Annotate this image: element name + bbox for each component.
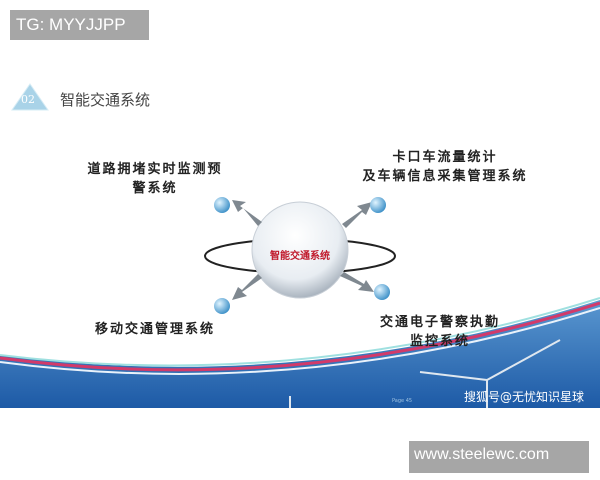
label-line: 移动交通管理系统: [94, 322, 215, 337]
node-label-police: 交通电子警察执勤监控系统: [365, 313, 515, 351]
section-title: 智能交通系统: [60, 91, 151, 109]
watermark-bottom: www.steelewc.com: [409, 441, 589, 473]
arrows: [232, 200, 374, 300]
arrow-top-left: [232, 200, 262, 226]
bottom-banner: [0, 300, 600, 408]
label-line: 监控系统: [409, 334, 470, 349]
node-ball-br: [374, 284, 390, 300]
label-line: 道路拥堵实时监测预: [87, 162, 223, 177]
center-sphere: [251, 201, 349, 299]
watermark-top: TG: MYYJJPP: [10, 10, 149, 40]
node-ball-tr: [370, 197, 386, 213]
node-label-congestion: 道路拥堵实时监测预警系统: [80, 160, 230, 198]
center-label: 智能交通系统: [270, 251, 330, 262]
label-line: 警系统: [132, 181, 178, 196]
node-label-mobile: 移动交通管理系统: [80, 320, 230, 339]
wind-turbines: [289, 339, 561, 408]
arrow-bottom-right: [340, 272, 374, 292]
label-line: 及车辆信息采集管理系统: [362, 169, 528, 184]
arrow-bottom-left: [232, 274, 262, 300]
label-line: 交通电子警察执勤: [379, 315, 500, 330]
label-line: 卡口车流量统计: [392, 150, 498, 165]
section-badge: 02: [10, 82, 50, 112]
section-number: 02: [21, 93, 35, 106]
node-label-checkpoint: 卡口车流量统计及车辆信息采集管理系统: [350, 148, 540, 186]
node-ball-bl: [214, 298, 230, 314]
page-label: Page 45: [392, 398, 413, 404]
triangle-icon: [11, 83, 49, 111]
source-watermark: 搜狐号@无忧知识星球: [464, 390, 585, 404]
node-ball-tl: [214, 197, 230, 213]
arrow-top-right: [342, 202, 372, 228]
